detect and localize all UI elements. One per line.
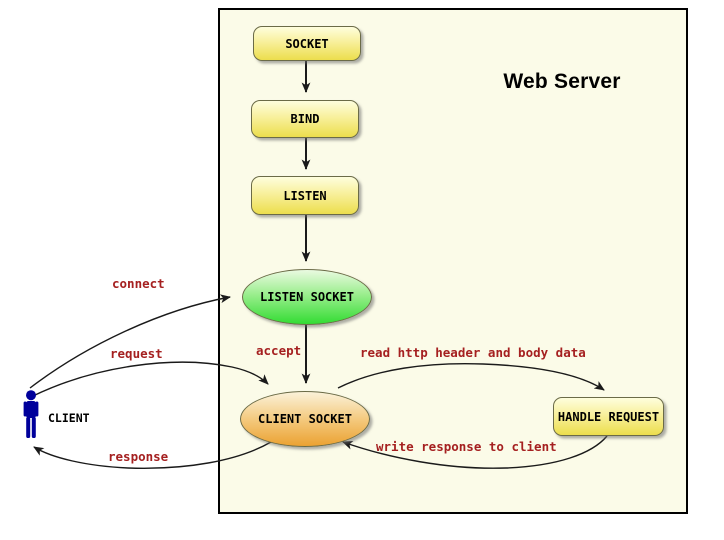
- edge-label-write-response: write response to client: [376, 439, 557, 454]
- edge-label-read-http: read http header and body data: [360, 345, 586, 360]
- edge-connect: [29, 294, 231, 389]
- edge-label-accept: accept: [256, 343, 302, 358]
- node-socket: SOCKET: [253, 26, 361, 61]
- node-client-socket: CLIENT SOCKET: [240, 391, 370, 447]
- node-bind: BIND: [251, 100, 359, 138]
- diagram-title: Web Server: [503, 70, 621, 93]
- node-listen-socket: LISTEN SOCKET: [242, 269, 372, 325]
- node-socket-label: SOCKET: [285, 36, 329, 51]
- edge-label-response: response: [108, 449, 169, 464]
- node-listen-socket-label: LISTEN SOCKET: [260, 290, 354, 304]
- node-client-socket-label: CLIENT SOCKET: [258, 412, 352, 426]
- edge-label-connect: connect: [112, 276, 165, 291]
- node-listen-label: LISTEN: [283, 188, 327, 203]
- node-handle-request: HANDLE REQUEST: [553, 397, 664, 436]
- node-listen: LISTEN: [251, 176, 359, 215]
- node-handle-request-label: HANDLE REQUEST: [557, 409, 660, 424]
- node-bind-label: BIND: [290, 112, 320, 126]
- edge-label-request: request: [110, 346, 163, 361]
- client-person-icon: [23, 390, 39, 438]
- client-actor-label: CLIENT: [48, 411, 90, 425]
